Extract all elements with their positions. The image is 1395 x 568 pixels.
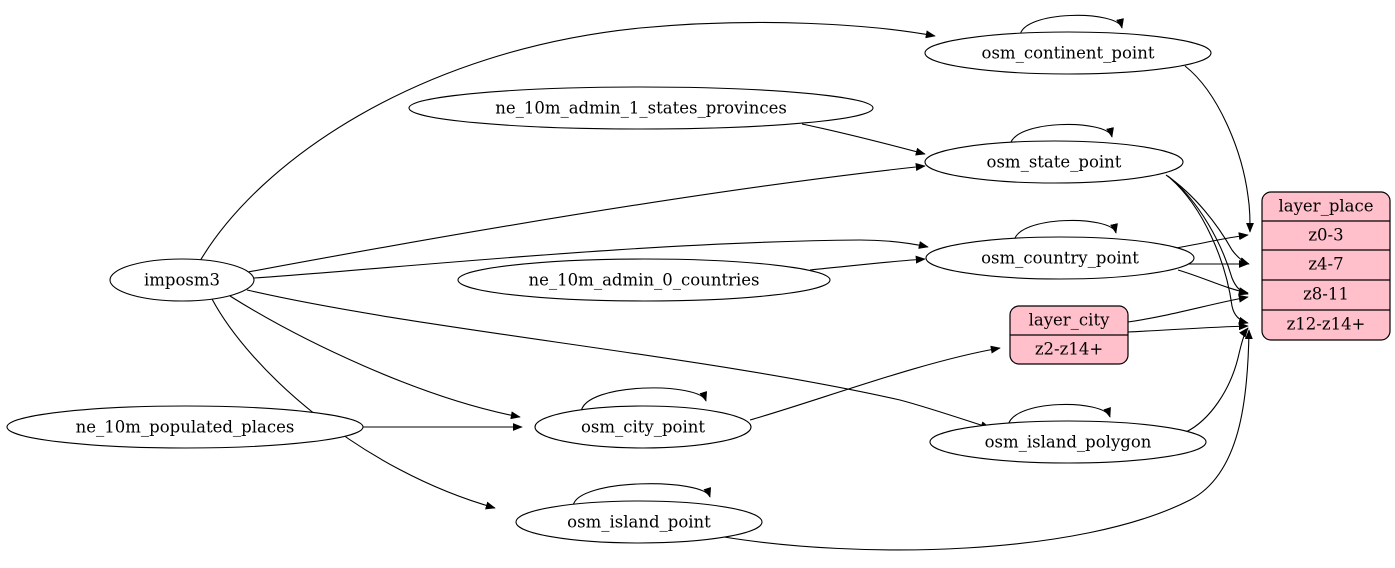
node-ne_states-label: ne_10m_admin_1_states_provinces (495, 99, 787, 118)
node-osm_country_point-label: osm_country_point (981, 249, 1139, 268)
node-osm_island_polygon-label: osm_island_polygon (985, 433, 1152, 452)
edge-osm_country_point-to-layer_place-z8-11 (1177, 269, 1249, 296)
layer_place-row-z12-z14[interactable]: z12-z14+ (1287, 315, 1366, 334)
node-osm_state_point-label: osm_state_point (987, 153, 1122, 172)
edge-layer (199, 14, 1254, 551)
node-layer_city[interactable]: layer_city z2-z14+ (1009, 305, 1129, 365)
edge-osm_state_point-to-layer_place-z8-11 (1167, 175, 1249, 296)
node-osm_continent_point[interactable]: osm_continent_point (924, 31, 1212, 75)
layer_city-title: layer_city (1029, 311, 1110, 330)
node-ne_10m_populated_places[interactable]: ne_10m_populated_places (6, 405, 364, 449)
node-ne_places-label: ne_10m_populated_places (76, 418, 295, 437)
edge-selfloop-osm_island_polygon (1007, 403, 1111, 427)
node-osm_city_point-label: osm_city_point (581, 418, 705, 437)
layer_place-row-z8-11[interactable]: z8-11 (1303, 285, 1349, 304)
node-ne_10m_admin_1_states_provinces[interactable]: ne_10m_admin_1_states_provinces (408, 86, 874, 130)
edge-imposm3-to-osm_island_point (211, 298, 496, 510)
edge-imposm3-to-osm_state_point (247, 162, 926, 273)
edge-osm_continent_point-to-layer_place-z0-3 (1184, 65, 1254, 233)
edge-osm_island_point-to-layer_place-z12-z14+ (717, 329, 1253, 551)
edge-ne_countries-to-osm_country_point (809, 255, 926, 271)
node-osm_island_point-label: osm_island_point (567, 513, 711, 532)
node-imposm3[interactable]: imposm3 (109, 258, 255, 302)
node-osm_state_point[interactable]: osm_state_point (924, 140, 1184, 184)
edge-selfloop-osm_city_point (580, 387, 707, 413)
edge-layer_city-to-layer_place-z8-11 (1127, 294, 1249, 323)
node-ne_countries-label: ne_10m_admin_0_countries (529, 271, 760, 290)
edge-imposm3-to-osm_country_point (253, 239, 929, 279)
layer_place-title: layer_place (1278, 197, 1373, 216)
node-ne_10m_admin_0_countries[interactable]: ne_10m_admin_0_countries (457, 258, 831, 302)
edge-selfloop-osm_island_point (572, 483, 711, 507)
edge-osm_state_point-to-layer_place-z12-z14+ (1169, 177, 1249, 325)
layer_city-row-z2-z14[interactable]: z2-z14+ (1035, 340, 1103, 359)
node-osm_country_point[interactable]: osm_country_point (925, 236, 1195, 280)
node-osm_island_point[interactable]: osm_island_point (515, 500, 763, 544)
node-imposm3-label: imposm3 (144, 271, 220, 290)
edge-selfloop-osm_continent_point (1019, 14, 1124, 37)
node-layer_place[interactable]: layer_place z0-3 z4-7 z8-11 z12-z14+ (1261, 191, 1391, 341)
layer_place-row-z0-3[interactable]: z0-3 (1308, 226, 1343, 245)
edge-osm_country_point-to-layer_place-z0-3 (1175, 232, 1249, 249)
edge-selfloop-osm_state_point (1009, 123, 1114, 147)
edge-osm_island_polygon-to-layer_place-z12-z14+ (1185, 327, 1249, 433)
edge-imposm3-to-osm_continent_point (199, 21, 936, 262)
layer_place-row-z4-7[interactable]: z4-7 (1308, 255, 1343, 274)
edge-ne_states-to-osm_state_point (801, 123, 926, 156)
edge-selfloop-osm_country_point (1013, 219, 1118, 243)
node-osm_city_point[interactable]: osm_city_point (534, 405, 752, 449)
edge-imposm3-to-osm_island_polygon (246, 289, 991, 430)
edge-osm_city_point-to-layer_city-z2-z14+ (749, 345, 1001, 421)
edge-imposm3-to-osm_city_point (229, 295, 521, 420)
node-osm_continent_point-label: osm_continent_point (982, 44, 1155, 63)
edge-layer_city-to-layer_place-z12-z14+ (1127, 322, 1249, 333)
node-osm_island_polygon[interactable]: osm_island_polygon (929, 420, 1207, 464)
node-layer: imposm3 ne_10m_admin_1_states_provinces … (6, 31, 1391, 544)
